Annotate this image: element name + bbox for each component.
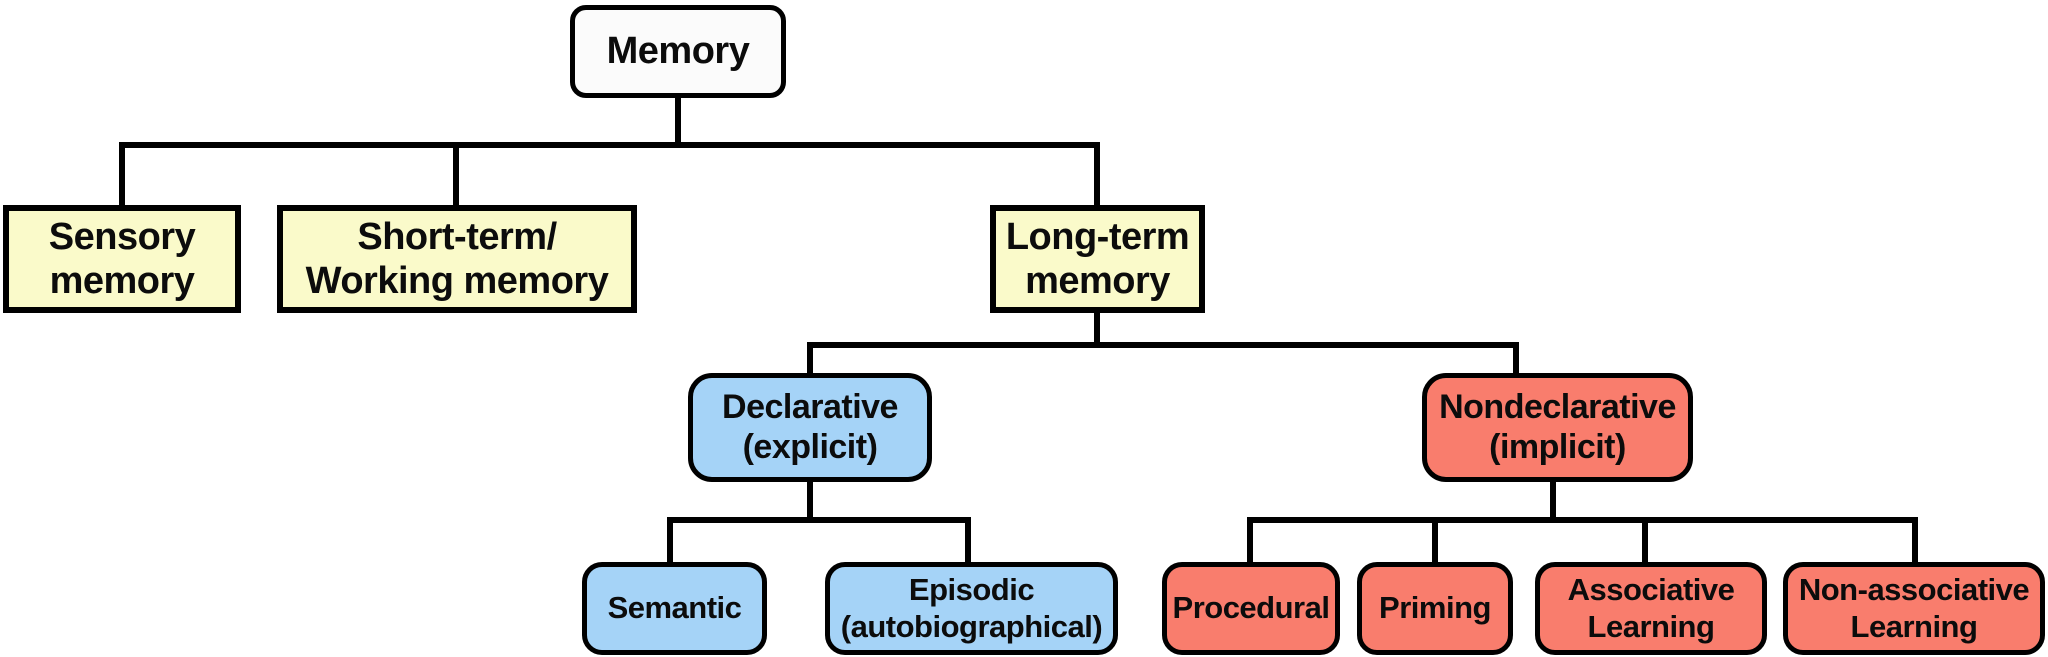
node-sensory-memory: Sensory memory <box>3 205 241 313</box>
node-non-associative-learning-label: Non-associative Learning <box>1798 572 2030 644</box>
node-declarative-explicit: Declarative (explicit) <box>688 373 932 482</box>
node-episodic-autobiographical: Episodic (autobiographical) <box>825 562 1118 655</box>
node-procedural-label: Procedural <box>1172 590 1330 626</box>
node-nondeclarative-implicit: Nondeclarative (implicit) <box>1422 373 1693 482</box>
node-memory: Memory <box>570 5 786 98</box>
node-semantic-label: Semantic <box>607 590 742 626</box>
node-long-term-memory: Long-term memory <box>990 205 1205 313</box>
node-sensory-memory-label: Sensory memory <box>48 215 196 302</box>
node-priming: Priming <box>1357 562 1513 655</box>
node-episodic-autobiographical-label: Episodic (autobiographical) <box>840 572 1103 644</box>
node-semantic: Semantic <box>582 562 767 655</box>
node-procedural: Procedural <box>1162 562 1340 655</box>
node-priming-label: Priming <box>1379 590 1491 626</box>
node-declarative-explicit-label: Declarative (explicit) <box>722 387 898 466</box>
node-associative-learning: Associative Learning <box>1535 562 1767 655</box>
node-memory-label: Memory <box>606 30 750 73</box>
node-associative-learning-label: Associative Learning <box>1567 572 1735 644</box>
node-short-term-working-memory-label: Short-term/ Working memory <box>305 215 609 302</box>
node-nondeclarative-implicit-label: Nondeclarative (implicit) <box>1439 387 1676 466</box>
node-long-term-memory-label: Long-term memory <box>1005 215 1190 302</box>
node-short-term-working-memory: Short-term/ Working memory <box>277 205 637 313</box>
node-non-associative-learning: Non-associative Learning <box>1783 562 2045 655</box>
